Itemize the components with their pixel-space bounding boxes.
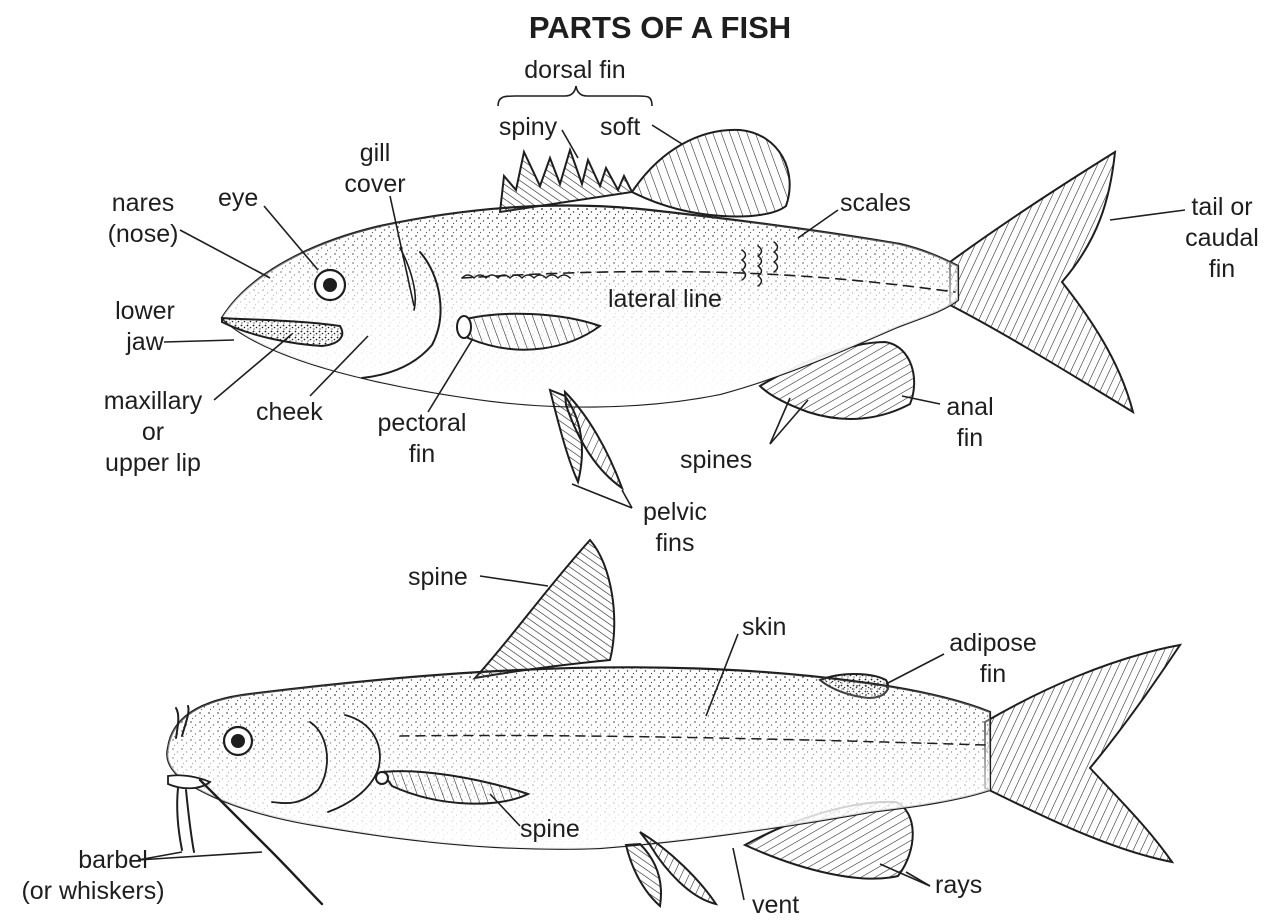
caudal-fin — [950, 152, 1133, 412]
label-barbel: barbel (or whiskers) — [2, 845, 184, 907]
label-maxillary: maxillary or upper lip — [78, 386, 228, 479]
label-gill-cover-line1: gill — [330, 138, 420, 169]
label-eye: eye — [218, 183, 258, 214]
catfish-illustration — [167, 540, 1180, 906]
label-vent: vent — [752, 890, 799, 921]
label-nares: nares (nose) — [98, 188, 188, 250]
label-tail-line1: tail or — [1170, 192, 1274, 223]
spiny-dorsal-fin — [500, 150, 632, 212]
label-pectoral-fin: pectoral fin — [362, 408, 482, 470]
label-lateral-line: lateral line — [608, 284, 722, 315]
label-pelvic-fins-line1: pelvic — [630, 497, 720, 528]
label-adipose-fin-line2: fin — [938, 659, 1048, 690]
label-maxillary-line2: or — [78, 417, 228, 448]
label-maxillary-line3: upper lip — [78, 448, 228, 479]
label-lower-jaw: lower jaw — [100, 296, 190, 358]
label-pelvic-fins: pelvic fins — [630, 497, 720, 559]
soft-dorsal-fin — [632, 130, 790, 217]
diagram-title: PARTS OF A FISH — [500, 10, 820, 46]
barbel-short-1 — [177, 788, 182, 850]
label-anal-fin-line1: anal — [935, 392, 1005, 423]
label-maxillary-line1: maxillary — [78, 386, 228, 417]
label-skin: skin — [742, 612, 786, 643]
label-soft: soft — [600, 112, 640, 143]
label-rays: rays — [935, 870, 982, 901]
label-tail-line3: fin — [1170, 254, 1274, 285]
label-barbel-line2: (or whiskers) — [2, 876, 184, 907]
label-gill-cover-line2: cover — [330, 169, 420, 200]
label-tail: tail or caudal fin — [1170, 192, 1274, 285]
label-tail-line2: caudal — [1170, 223, 1274, 254]
label-dorsal-fin: dorsal fin — [495, 55, 655, 86]
label-barbel-line1: barbel — [2, 845, 184, 876]
label-spiny: spiny — [488, 112, 568, 143]
label-anal-fin-line2: fin — [935, 423, 1005, 454]
label-spine-dorsal: spine — [408, 562, 468, 593]
label-pelvic-fins-line2: fins — [630, 528, 720, 559]
catfish-dorsal-fin — [475, 540, 614, 678]
barbel-short-2 — [186, 790, 194, 852]
label-nares-line1: nares — [98, 188, 188, 219]
label-scales: scales — [840, 188, 911, 219]
label-cheek: cheek — [256, 397, 323, 428]
label-adipose-fin-line1: adipose — [938, 628, 1048, 659]
label-lower-jaw-line2: jaw — [100, 327, 190, 358]
label-spines: spines — [680, 445, 752, 476]
label-pectoral-fin-line1: pectoral — [362, 408, 482, 439]
label-spine-pectoral: spine — [520, 814, 580, 845]
label-pectoral-fin-line2: fin — [362, 439, 482, 470]
label-gill-cover: gill cover — [330, 138, 420, 200]
dorsal-fin-brace — [498, 86, 652, 106]
label-lower-jaw-line1: lower — [100, 296, 190, 327]
label-nares-line2: (nose) — [98, 219, 188, 250]
label-anal-fin: anal fin — [935, 392, 1005, 454]
label-adipose-fin: adipose fin — [938, 628, 1048, 690]
